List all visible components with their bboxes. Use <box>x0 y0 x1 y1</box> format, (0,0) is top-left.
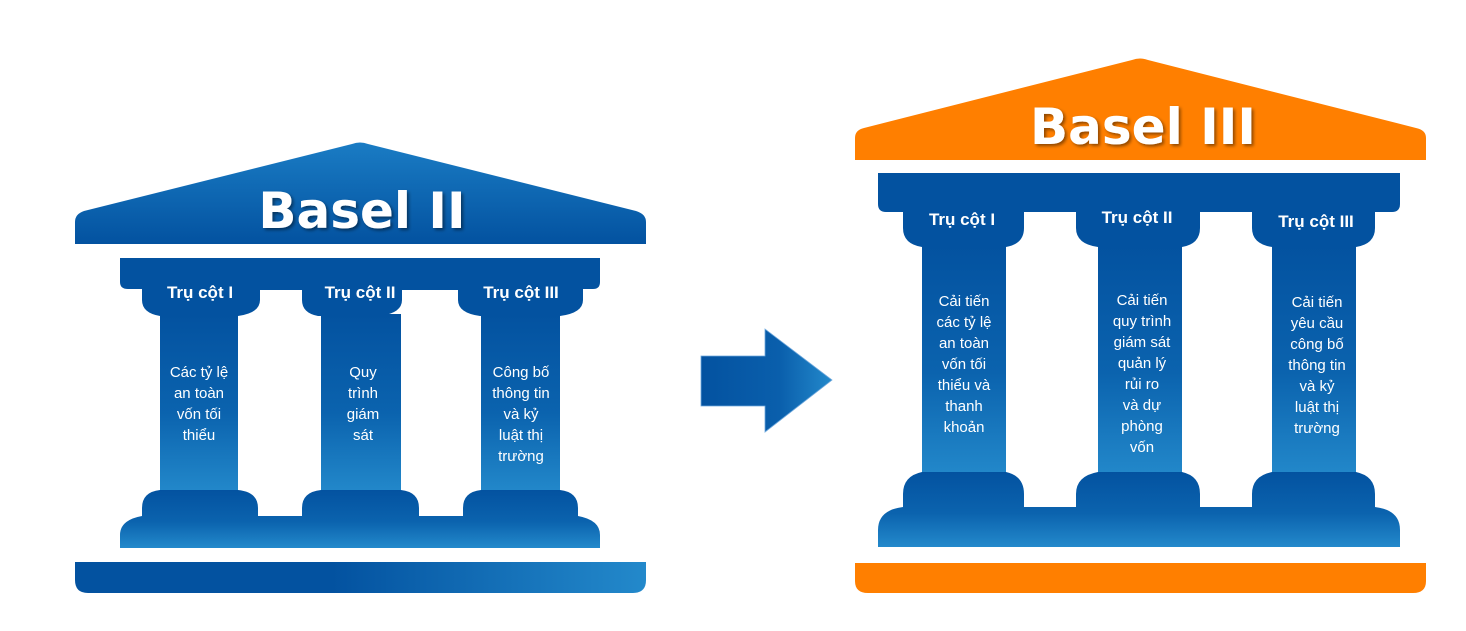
svg-text:khoản: khoản <box>944 419 985 436</box>
svg-text:Cải tiến: Cải tiến <box>1117 292 1168 309</box>
svg-text:luật thị: luật thị <box>1295 399 1339 416</box>
basel2-floor <box>75 562 646 593</box>
basel2-base <box>120 490 600 548</box>
basel2-pillar-3-text: Công bố thông tin và kỷ luật thị trường <box>492 364 550 465</box>
basel2-shaft-2 <box>321 314 401 494</box>
basel2-shaft-1 <box>160 314 238 494</box>
basel2-pillar-1-heading: Trụ cột I <box>167 283 233 302</box>
basel2-capital <box>120 258 600 316</box>
basel3-pillar-1-text: Cải tiến các tỷ lệ an toàn vốn tối thiểu… <box>936 293 991 436</box>
svg-text:rủi ro: rủi ro <box>1125 376 1159 393</box>
svg-text:trình: trình <box>348 385 378 402</box>
basel3-capital <box>878 173 1400 247</box>
svg-text:Các tỷ lệ: Các tỷ lệ <box>170 364 228 381</box>
basel3-pillar-3-text: Cải tiến yêu cầu công bố thông tin và kỷ… <box>1288 294 1346 437</box>
svg-text:Cải tiến: Cải tiến <box>939 293 990 310</box>
svg-text:quy trình: quy trình <box>1113 313 1171 330</box>
basel3-shaft-2 <box>1098 245 1182 478</box>
svg-text:vốn: vốn <box>1130 439 1154 456</box>
basel2-pillar-1-text: Các tỷ lệ an toàn vốn tối thiểu <box>170 364 228 444</box>
svg-text:thiểu và: thiểu và <box>938 377 991 394</box>
svg-text:giám sát: giám sát <box>1114 334 1172 351</box>
svg-text:sát: sát <box>353 427 374 444</box>
svg-text:các tỷ lệ: các tỷ lệ <box>936 314 991 331</box>
basel3-shaft-3 <box>1272 245 1356 478</box>
basel2-shaft-3 <box>481 314 560 494</box>
basel3-pillar-2-heading: Trụ cột II <box>1102 208 1173 227</box>
basel3-roof <box>855 58 1426 160</box>
basel3-base <box>878 472 1400 547</box>
svg-text:Quy: Quy <box>349 364 377 381</box>
svg-text:trường: trường <box>1294 420 1340 437</box>
svg-text:thông tin: thông tin <box>492 385 550 402</box>
svg-text:thanh: thanh <box>945 398 983 415</box>
svg-text:an toàn: an toàn <box>174 385 224 402</box>
svg-text:Cải tiến: Cải tiến <box>1292 294 1343 311</box>
basel2-pillar-3-heading: Trụ cột III <box>483 283 559 302</box>
svg-text:và kỷ: và kỷ <box>1299 378 1335 395</box>
basel3-pillar-1-heading: Trụ cột I <box>929 210 995 229</box>
basel2-pillar-2-text: Quy trình giám sát <box>347 364 380 444</box>
svg-text:an toàn: an toàn <box>939 335 989 352</box>
basel2-pillar-2-heading: Trụ cột II <box>325 283 396 302</box>
basel3-building: Basel III Trụ cột I Trụ cột II Trụ cột I… <box>855 58 1426 593</box>
basel2-building: Basel II Trụ cột I Trụ cột II Trụ cột II… <box>75 142 646 593</box>
basel3-title: Basel III <box>1030 98 1256 156</box>
svg-text:luật thị: luật thị <box>499 427 543 444</box>
basel2-roof <box>75 142 646 244</box>
basel3-shaft-1 <box>922 245 1006 478</box>
arrow-right-icon <box>700 328 833 433</box>
svg-text:thiểu: thiểu <box>183 427 216 444</box>
svg-text:trường: trường <box>498 448 544 465</box>
svg-text:Công bố: Công bố <box>493 364 550 381</box>
svg-text:giám: giám <box>347 406 380 423</box>
svg-text:yêu cầu: yêu cầu <box>1291 315 1344 332</box>
svg-text:vốn tối: vốn tối <box>942 356 986 373</box>
svg-text:công bố: công bố <box>1290 336 1344 353</box>
basel3-floor <box>855 563 1426 593</box>
basel2-title: Basel II <box>258 182 465 240</box>
basel3-pillar-3-heading: Trụ cột III <box>1278 212 1354 231</box>
svg-text:thông tin: thông tin <box>1288 357 1346 374</box>
basel3-pillar-2-text: Cải tiến quy trình giám sát quản lý rủi … <box>1113 292 1171 456</box>
svg-text:và dự: và dự <box>1123 397 1161 414</box>
svg-text:vốn tối: vốn tối <box>177 406 221 423</box>
svg-text:phòng: phòng <box>1121 418 1163 435</box>
svg-text:và kỷ: và kỷ <box>503 406 539 423</box>
svg-text:quản lý: quản lý <box>1118 355 1167 372</box>
